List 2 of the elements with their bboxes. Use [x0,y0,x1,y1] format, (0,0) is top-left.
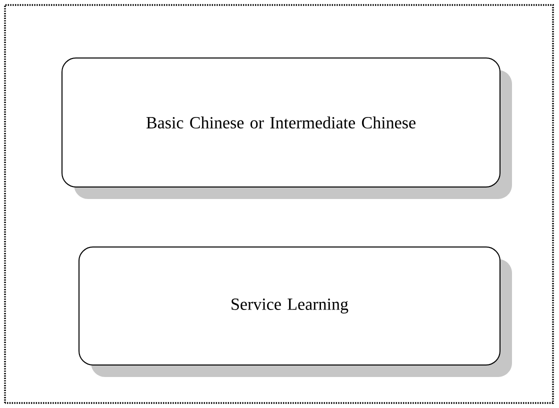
rounded-box: Service Learning [78,246,512,377]
rounded-box: Basic Chinese or Intermediate Chinese [62,58,512,199]
